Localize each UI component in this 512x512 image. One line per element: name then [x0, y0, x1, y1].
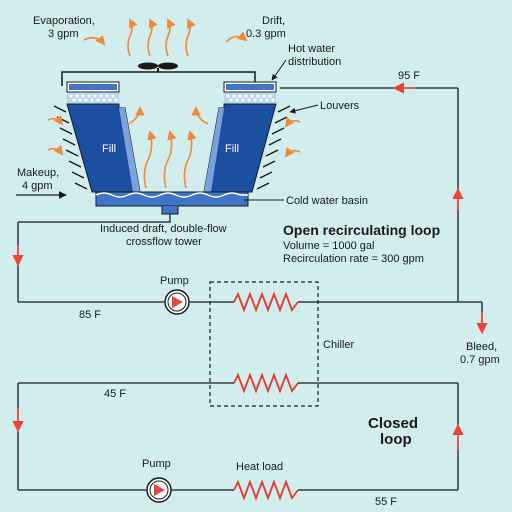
closed-loop-temp-supply: 45 F	[104, 388, 126, 400]
cold-basin-label: Cold water basin	[286, 195, 368, 207]
fill-right-label: Fill	[225, 143, 239, 155]
open-loop-temp-hot: 95 F	[398, 70, 420, 82]
hot-water-distribution	[66, 81, 277, 103]
hot-water-label-line1: Hot water	[288, 43, 335, 55]
open-loop-pump-icon	[164, 289, 190, 315]
evaporation-label: Evaporation,	[33, 15, 95, 27]
open-loop-title: Open recirculating loop	[283, 222, 440, 238]
open-loop-temp-return: 85 F	[79, 309, 101, 321]
evaporation-value: 3 gpm	[48, 28, 79, 40]
open-loop-flow-arrows	[12, 82, 488, 335]
open-loop-pump-label: Pump	[160, 275, 189, 287]
chiller-label: Chiller	[323, 339, 355, 351]
bleed-label: Bleed,	[466, 341, 497, 353]
chiller-evaporator-coil	[233, 372, 299, 394]
makeup-value: 4 gpm	[22, 180, 53, 192]
closed-loop-temp-return: 55 F	[375, 496, 397, 508]
louvers-label: Louvers	[320, 100, 360, 112]
fill-panel-left	[66, 103, 141, 193]
fill-left-label: Fill	[102, 143, 116, 155]
fill-panel-right	[203, 103, 277, 193]
drift-label: Drift,	[262, 15, 285, 27]
tower-type-line1: Induced draft, double-flow	[100, 223, 227, 235]
hot-water-label-line2: distribution	[288, 56, 341, 68]
tower-type-line2: crossflow tower	[126, 236, 202, 248]
makeup-label: Makeup,	[17, 167, 59, 179]
hot-water-leader	[271, 59, 287, 81]
open-loop-volume: Volume = 1000 gal	[283, 240, 374, 252]
closed-loop-pump-icon	[146, 477, 172, 503]
open-loop-rate: Recirculation rate = 300 gpm	[283, 253, 424, 265]
closed-loop-title-line1: Closed	[368, 415, 418, 432]
water-droplets	[69, 94, 275, 102]
cold-water-basin	[95, 191, 249, 215]
bleed-value: 0.7 gpm	[460, 354, 500, 366]
chiller-box	[209, 281, 319, 407]
louvers-leader	[289, 104, 319, 114]
heat-load-coil	[233, 479, 299, 501]
chiller-condenser-coil	[233, 291, 299, 313]
heat-load-label: Heat load	[236, 461, 283, 473]
closed-loop-pump-label: Pump	[142, 458, 171, 470]
drift-value: 0.3 gpm	[246, 28, 286, 40]
fan-icon	[138, 62, 178, 72]
closed-loop-piping	[17, 382, 459, 491]
steam-arrows	[47, 18, 301, 189]
closed-loop-flow-arrows	[12, 408, 464, 450]
closed-loop-title-line2: loop	[380, 431, 412, 448]
